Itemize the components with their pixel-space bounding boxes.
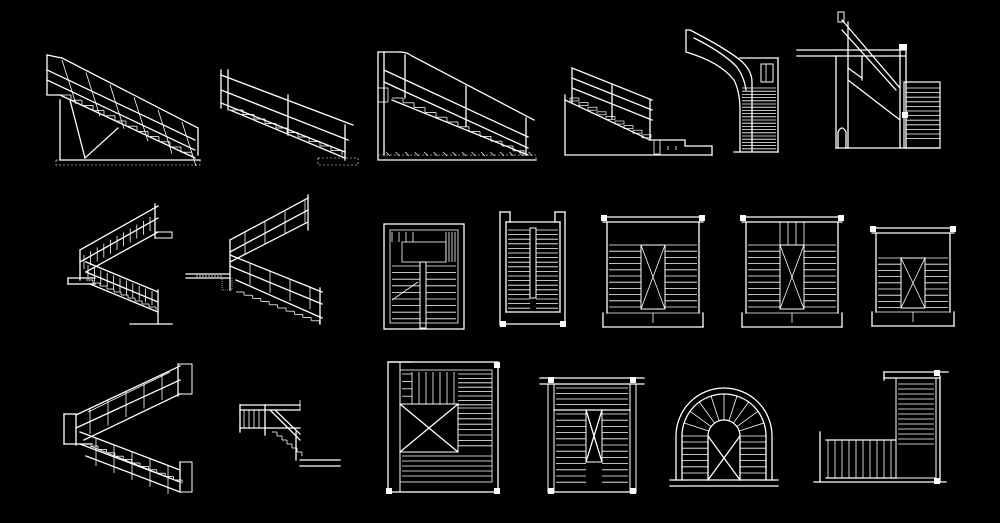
stair-rect — [902, 112, 908, 118]
stair-line — [133, 97, 149, 142]
stair-rect — [596, 111, 607, 116]
stair-line — [733, 401, 750, 424]
stair-line — [181, 121, 197, 167]
stair-line — [89, 445, 171, 479]
stair-line — [640, 244, 666, 310]
stair-section-6 — [796, 11, 941, 149]
stair-rect — [950, 226, 956, 232]
stair-line — [509, 151, 514, 157]
stair-section-3 — [377, 51, 537, 161]
stair-iso-1 — [67, 203, 173, 325]
stair-line — [414, 151, 419, 157]
stair-line — [499, 151, 505, 157]
stair-line — [395, 151, 400, 157]
stair-rect — [632, 129, 643, 134]
stair-line — [710, 395, 720, 421]
stair-rect — [569, 97, 580, 102]
stair-line — [442, 151, 448, 157]
stair-rect — [779, 244, 805, 310]
stair-line — [480, 151, 486, 157]
stair-rect — [870, 226, 876, 232]
stair-line — [698, 401, 715, 424]
stair-rect — [641, 134, 652, 139]
stair-plan-3 — [601, 215, 705, 328]
stair-rect — [587, 106, 598, 111]
stair-line — [61, 59, 77, 105]
stair-rect — [605, 116, 616, 120]
stair-rect — [740, 215, 746, 221]
stair-plan-6 — [386, 361, 500, 494]
stair-plan-4 — [740, 215, 844, 328]
stair-rect — [838, 215, 844, 221]
stair-section-5 — [685, 29, 779, 153]
stair-line — [689, 410, 712, 427]
stair-iso-2 — [185, 194, 323, 325]
stair-rect — [601, 215, 607, 221]
stair-line — [452, 151, 457, 157]
stair-line — [736, 410, 759, 427]
stair-section-4 — [564, 67, 713, 156]
stair-line — [85, 72, 101, 117]
stair-plan-7 — [539, 377, 645, 494]
stair-rect — [640, 244, 666, 310]
stair-rect — [934, 478, 940, 484]
stair-iso-3 — [63, 363, 193, 494]
stair-line — [433, 151, 438, 157]
stair-plan-9 — [813, 370, 949, 484]
stair-line — [490, 151, 495, 157]
stair-plan-5 — [870, 226, 956, 327]
stair-rect — [699, 215, 705, 221]
stair-line — [461, 151, 467, 157]
stair-plan-2 — [499, 211, 566, 327]
stair-section-1 — [46, 54, 201, 167]
stair-section-2 — [220, 69, 359, 166]
stair-line — [739, 422, 765, 432]
stair-line — [87, 371, 171, 413]
stair-rect — [623, 125, 634, 129]
stair-line — [518, 151, 524, 157]
stair-line — [423, 151, 429, 157]
stair-line — [779, 244, 805, 310]
stair-line — [528, 151, 533, 157]
stair-line — [404, 151, 410, 157]
stair-iso-4 — [239, 400, 341, 467]
stair-line — [900, 257, 926, 309]
stair-line — [683, 422, 709, 432]
stair-plan-8 — [669, 387, 779, 487]
stair-line — [728, 395, 738, 421]
stair-line — [471, 151, 476, 157]
stair-line — [109, 84, 125, 129]
stair-rect — [614, 120, 625, 125]
stair-line — [385, 151, 391, 157]
stair-rect — [578, 102, 589, 106]
stair-plan-1 — [383, 223, 465, 330]
